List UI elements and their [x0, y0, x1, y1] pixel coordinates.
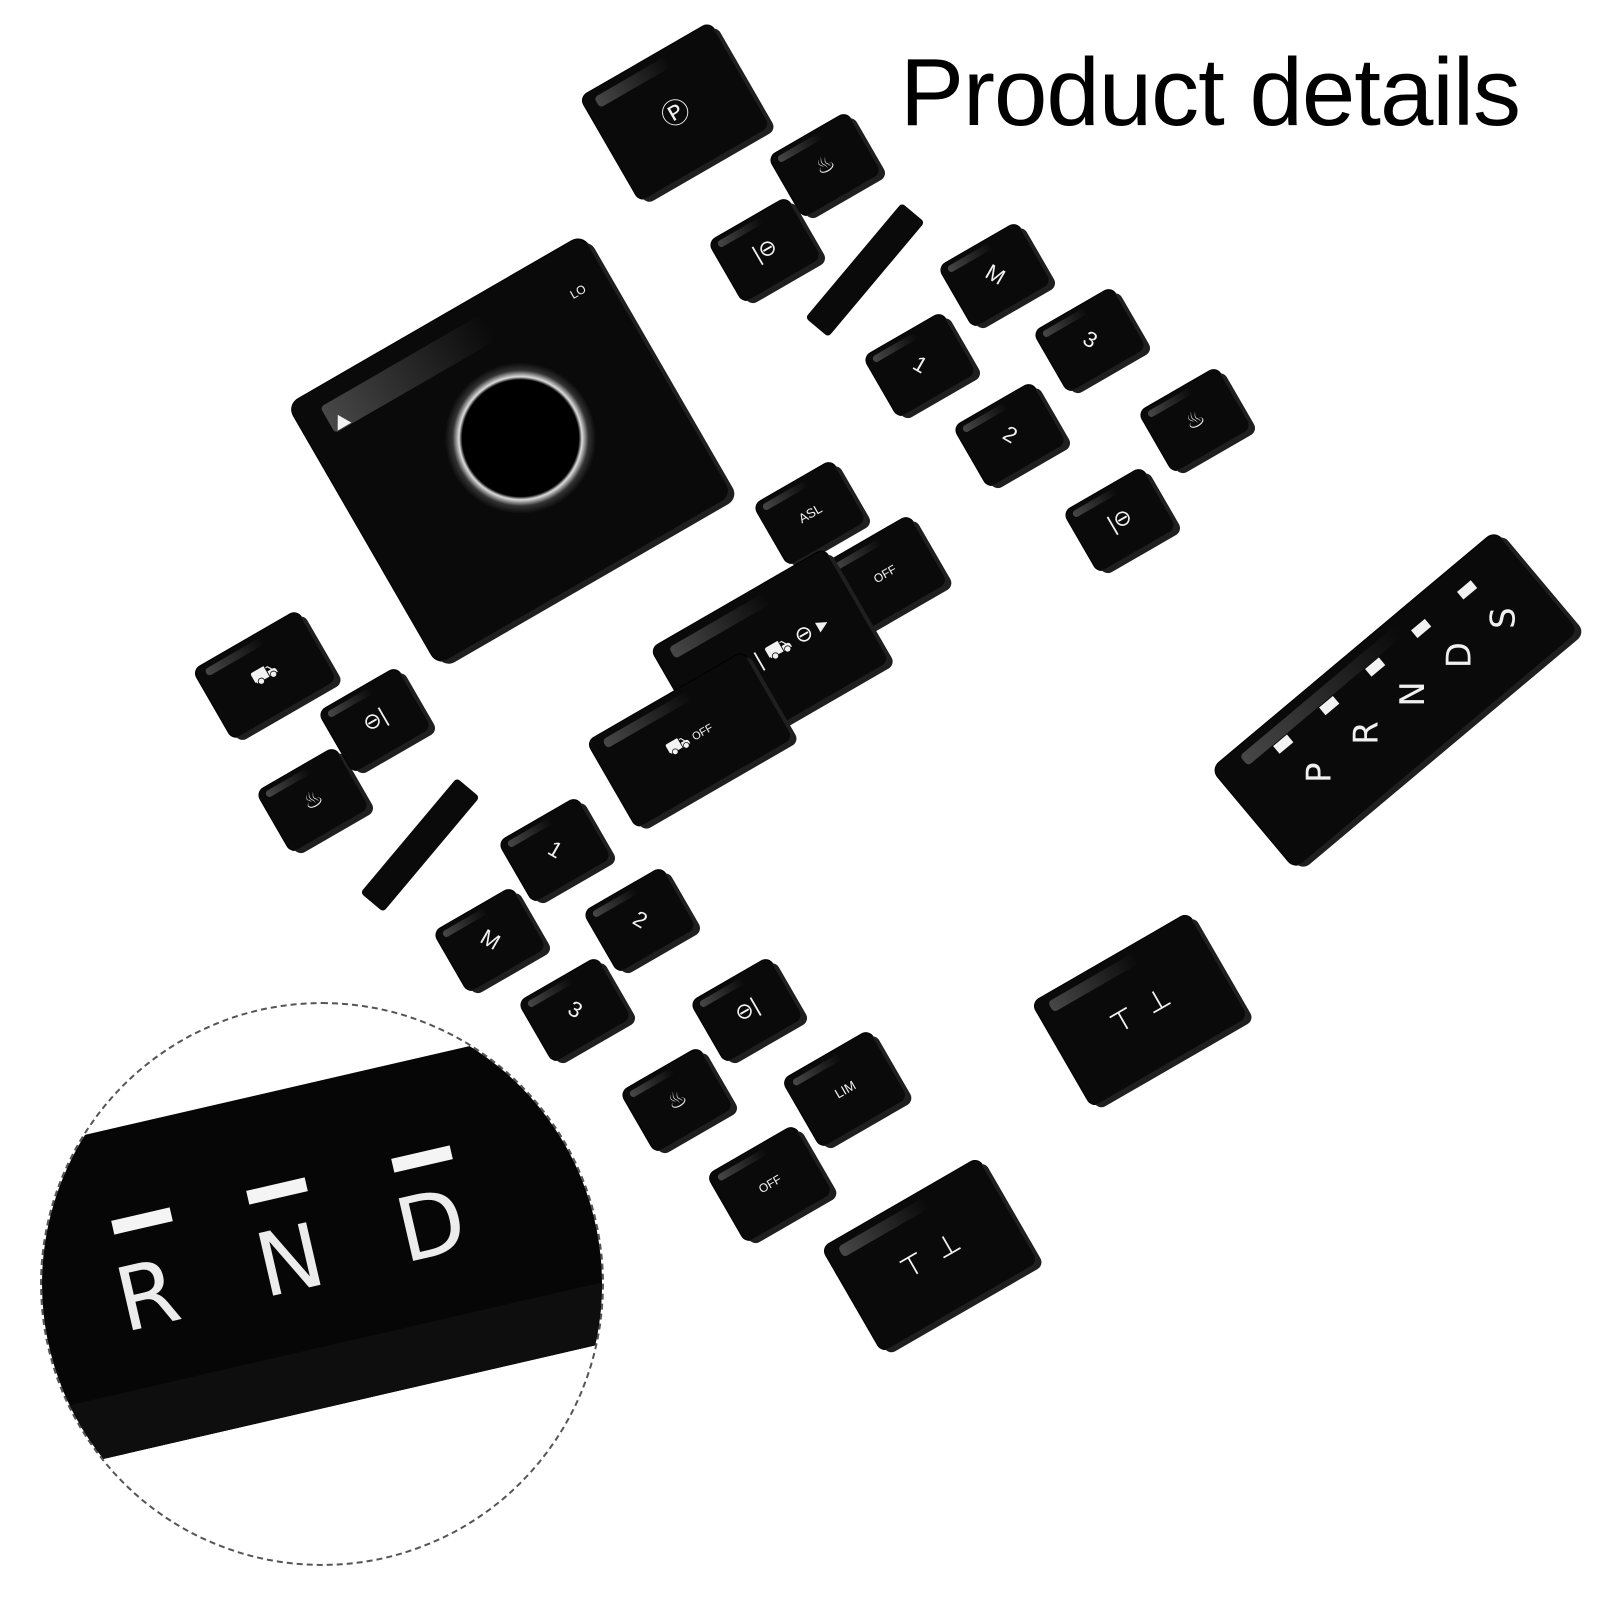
trim-strip: [805, 202, 925, 338]
window-down-icon: ⊥: [1139, 980, 1176, 1020]
memory-m-label: M: [981, 259, 1010, 290]
memory-3-label: 3: [1078, 325, 1102, 354]
zoom-detail-circle: R N D: [40, 1002, 604, 1566]
mirror-fold-button-2: |⊖: [1063, 467, 1177, 573]
seat-heat-button-4: ♨: [620, 1047, 734, 1153]
shift-letter-s: S: [1483, 607, 1524, 629]
seat-heat-button-2: ♨: [1138, 367, 1252, 473]
lim-label: LIM: [831, 1077, 859, 1101]
auto-off-label: OFF: [871, 561, 899, 587]
memory-2-label-2: 2: [628, 905, 652, 934]
mirror-fold-icon: ⊖|: [358, 702, 392, 737]
memory-m-button: M: [938, 222, 1052, 328]
mirror-fold-icon: |⊖: [1103, 502, 1137, 537]
window-up-icon: ⊤: [1104, 1000, 1141, 1040]
limiter-button: LIM: [782, 1030, 908, 1148]
terrain-response-panel: ⛰ LO: [287, 235, 733, 665]
trim-strip-2: [360, 777, 480, 913]
shift-dash: [1456, 580, 1478, 600]
seat-heat-icon: ♨: [661, 1083, 692, 1116]
memory-2-label: 2: [998, 420, 1022, 449]
mirror-fold-icon: ⊖|: [730, 992, 764, 1027]
memory-1-label: 1: [908, 350, 932, 379]
memory-m-label-2: M: [476, 924, 505, 955]
window-switch-panel: ⊤ ⊥: [1032, 913, 1248, 1107]
shift-letter-n: N: [1393, 681, 1434, 707]
memory-3-button: 3: [1033, 287, 1147, 393]
auto-off-label-2: OFF: [756, 1171, 784, 1197]
window-up-icon: ⊤: [894, 1245, 931, 1285]
shift-letter-p: P: [1299, 762, 1340, 783]
window-switch-panel-2: ⊤ ⊥: [822, 1158, 1038, 1352]
memory-1-button-2: 1: [498, 797, 612, 903]
parking-brake-icon: Ⓟ: [655, 92, 696, 134]
asl-label: ASL: [795, 500, 825, 526]
seat-heat-icon: ♨: [1179, 403, 1210, 436]
memory-2-button-2: 2: [583, 867, 697, 973]
seat-heat-icon: ♨: [809, 148, 840, 181]
memory-m-button-2: M: [433, 887, 547, 993]
seat-adjust-icon: ⛟: [245, 655, 283, 692]
seat-adjust-button: ⛟: [193, 610, 337, 740]
shift-letter-d: D: [1439, 642, 1480, 669]
window-down-icon: ⊥: [929, 1225, 966, 1265]
shift-dash: [1411, 618, 1432, 639]
memory-1-button: 1: [863, 312, 977, 418]
mirror-fold-button-4: ⊖|: [690, 957, 804, 1063]
traction-off-label: OFF: [690, 722, 716, 744]
seat-heat-icon: ♨: [297, 783, 328, 816]
memory-2-button: 2: [953, 382, 1067, 488]
mirror-fold-icon: |⊖: [748, 232, 782, 267]
memory-1-label-2: 1: [543, 835, 567, 864]
lo-label: LO: [567, 281, 589, 302]
shift-letter-r: R: [1346, 721, 1387, 745]
parking-brake-button: Ⓟ: [580, 22, 770, 202]
page-title: Product details: [900, 39, 1521, 146]
zoom-shifter-strip: [42, 1004, 602, 1466]
auto-stop-off-button-2: OFF: [707, 1125, 833, 1243]
gear-shifter-strip: P R N D S: [1211, 531, 1579, 869]
